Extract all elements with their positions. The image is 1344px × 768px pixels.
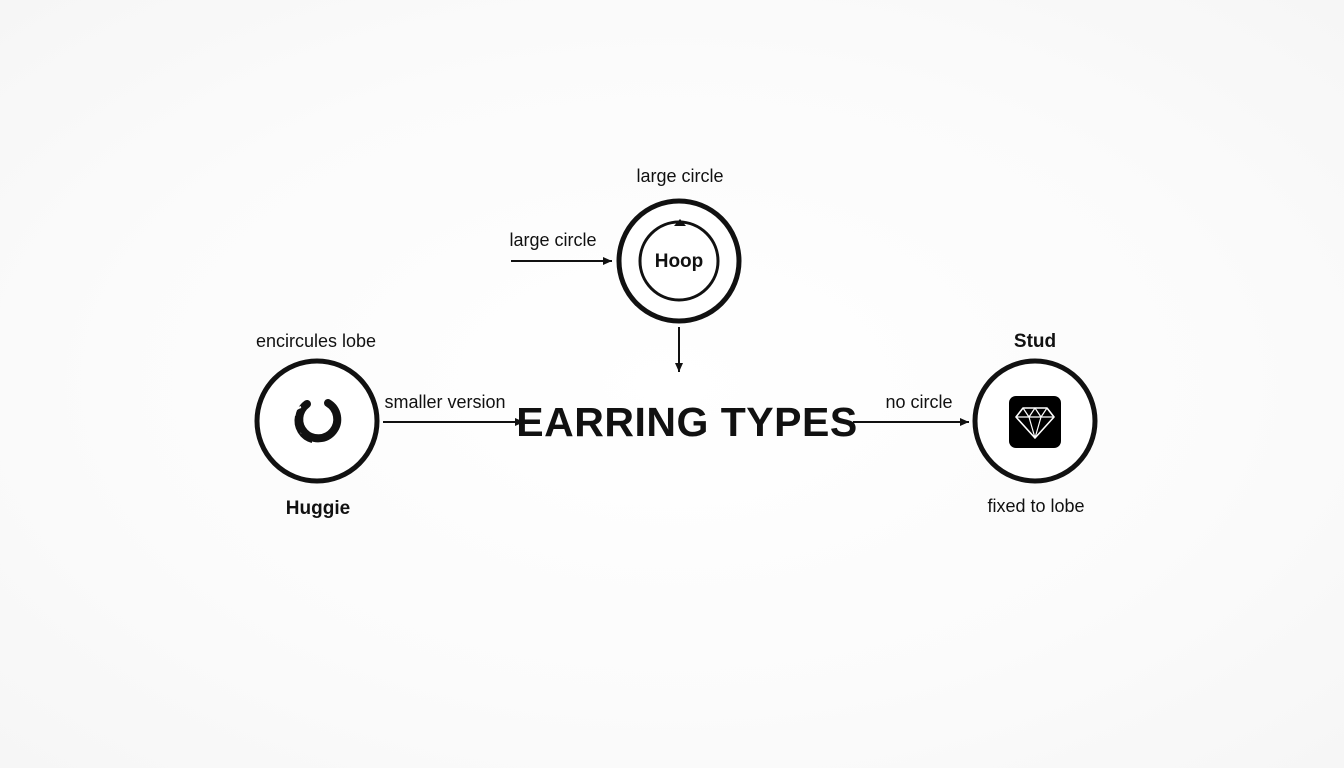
huggie-outer-circle	[254, 358, 380, 484]
hoop-ring-tick-icon	[674, 219, 686, 226]
hoop-label-top: large circle	[636, 166, 723, 186]
huggie-node	[254, 358, 380, 484]
diamond-icon	[1009, 396, 1061, 448]
hoop-name: Hoop	[655, 251, 704, 272]
stud-arrow-label: no circle	[885, 392, 952, 412]
stud-node	[972, 358, 1098, 484]
diagram-title: EARRING TYPES	[516, 399, 857, 445]
huggie-name: Huggie	[286, 498, 350, 519]
hoop-node: Hoop	[616, 198, 742, 324]
stud-name: Stud	[1014, 331, 1056, 352]
stud-label-bottom: fixed to lobe	[987, 496, 1084, 516]
huggie-arrow-label: smaller version	[384, 392, 505, 412]
huggie-label-top: encircules lobe	[256, 331, 376, 351]
hoop-label-left: large circle	[509, 230, 596, 250]
hoop-outer-circle	[616, 198, 742, 324]
huggie-ring-icon	[289, 399, 342, 443]
